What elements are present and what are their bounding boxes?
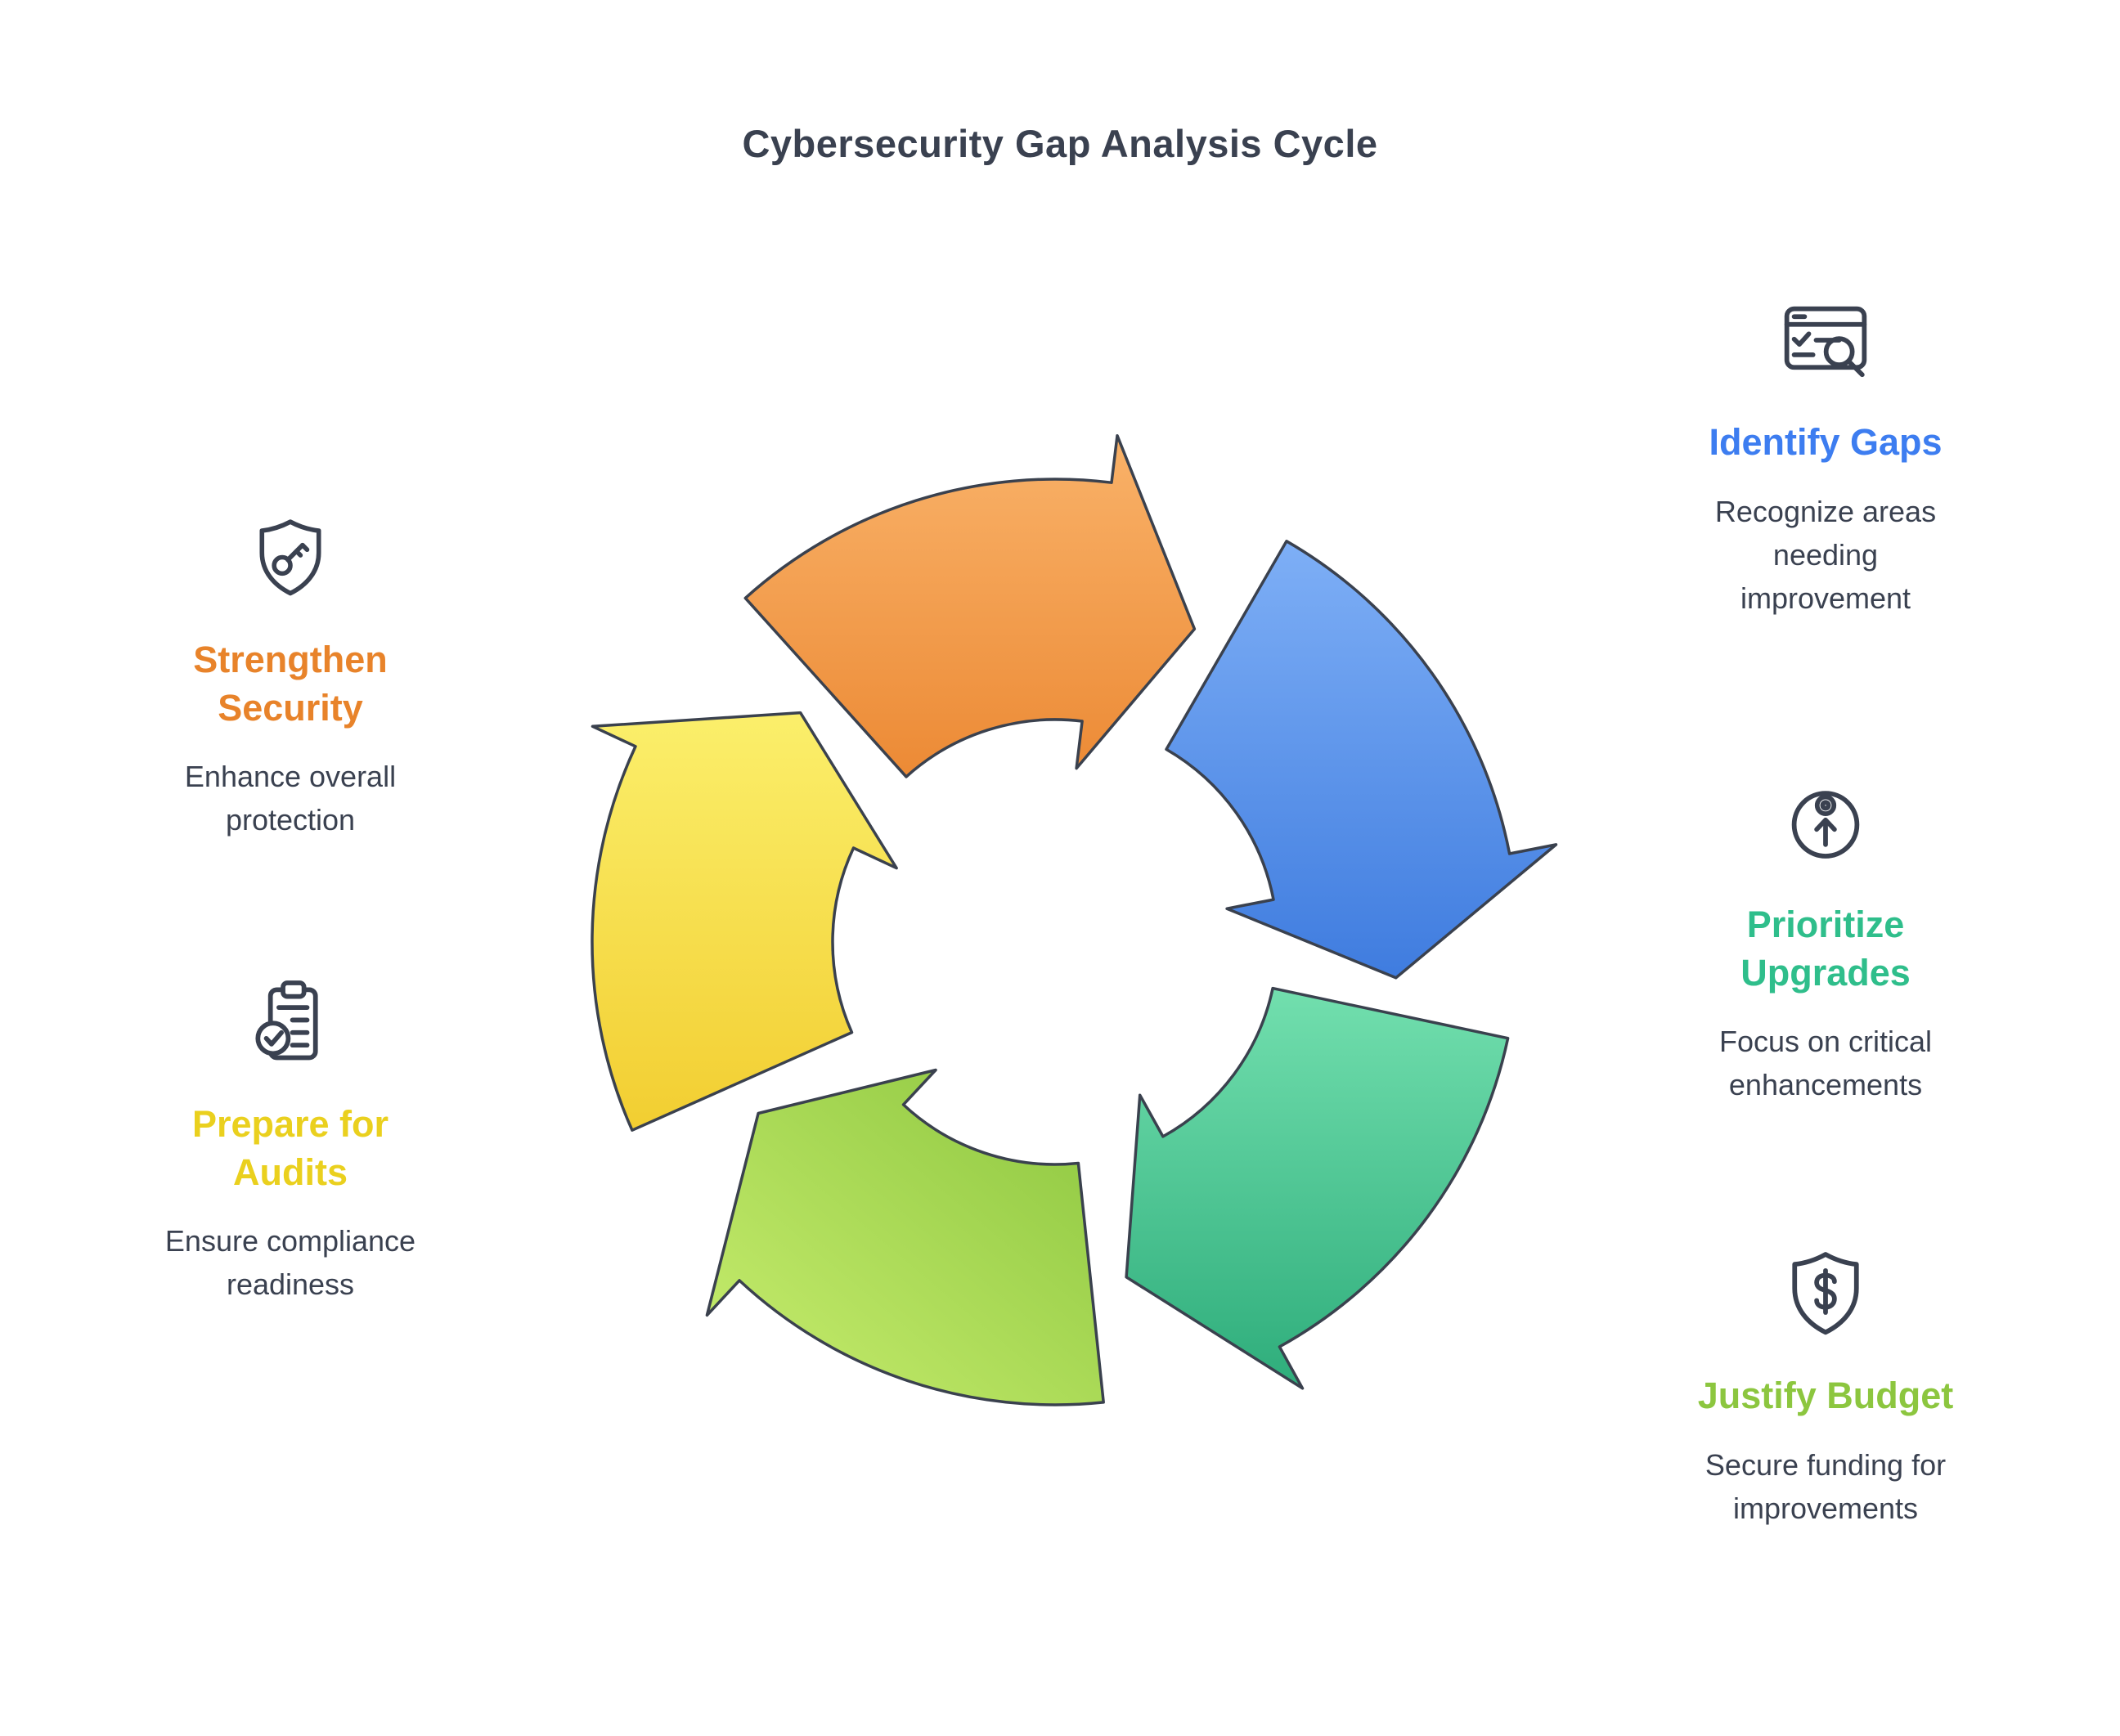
cycle-arrow-strengthen-security [743, 433, 1197, 778]
step-title: Prioritize Upgrades [1740, 904, 1911, 994]
browser-search-icon [1784, 306, 1867, 378]
step-description: Recognize areas needing improvement [1714, 494, 1937, 616]
step-justify-budget: Justify Budget Secure funding for improv… [1654, 1241, 1997, 1530]
step-description: Ensure compliance readiness [164, 1224, 416, 1302]
cycle-arrow-identify-gaps [1165, 540, 1558, 980]
step-title: Justify Budget [1697, 1375, 1954, 1416]
step-description: Focus on critical enhancements [1718, 1025, 1933, 1102]
step-title: Identify Gaps [1709, 421, 1943, 463]
page-title: Cybersecurity Gap Analysis Cycle [742, 122, 1378, 165]
shield-key-icon [259, 519, 321, 596]
shield-dollar-icon [1792, 1252, 1859, 1335]
cycle-arrow-prioritize-upgrades [1125, 986, 1510, 1390]
target-up-arrow-icon [1791, 791, 1860, 859]
step-title: Strengthen Security [193, 639, 388, 729]
clipboard-check-icon [255, 980, 318, 1061]
icon-wrap [1654, 288, 1997, 393]
cycle-arrow-prepare-for-audits [591, 711, 898, 1132]
step-description: Enhance overall protection [184, 760, 397, 837]
step-identify-gaps: Identify Gaps Recognize areas needing im… [1654, 288, 1997, 620]
step-strengthen-security: Strengthen Security Enhance overall prot… [119, 509, 462, 842]
icon-wrap [119, 509, 462, 610]
icon-wrap [119, 970, 462, 1074]
icon-wrap [1654, 1241, 1997, 1346]
cycle-arrow-justify-budget [705, 1068, 1105, 1406]
step-description: Secure funding for improvements [1705, 1447, 1947, 1525]
step-prepare-for-audits: Prepare for Audits Ensure compliance rea… [119, 970, 462, 1307]
cycle-diagram [591, 433, 1558, 1406]
icon-wrap [1654, 770, 1997, 875]
step-title: Prepare for Audits [191, 1103, 389, 1193]
step-prioritize-upgrades: Prioritize Upgrades Focus on critical en… [1654, 770, 1997, 1107]
